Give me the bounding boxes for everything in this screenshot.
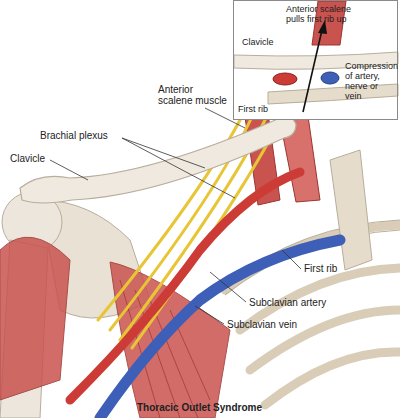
part-label: Anterior scalene muscle — [158, 84, 228, 106]
clavicle — [20, 117, 296, 203]
inset-arrow — [303, 30, 322, 112]
inset-note: Compression of artery, nerve or vein — [345, 61, 397, 101]
inset-first-rib — [268, 84, 398, 104]
leader-lines — [122, 138, 235, 198]
part-label: Subclavian artery — [249, 297, 326, 308]
part-label: Clavicle — [10, 153, 45, 164]
leader-lines — [210, 272, 246, 302]
leader-lines — [122, 138, 205, 168]
subclavian-vein — [100, 240, 340, 418]
ribcage — [265, 352, 400, 405]
ribcage — [225, 225, 400, 405]
part-label: Brachial plexus — [40, 130, 108, 141]
part-label: Subclavian vein — [227, 319, 297, 330]
leader-lines — [282, 250, 301, 269]
caption: Thoracic Outlet Syndrome — [137, 402, 262, 413]
inset-vein — [321, 72, 339, 84]
part-label: First rib — [304, 263, 337, 274]
rib-outline — [225, 220, 400, 285]
leader-lines — [195, 306, 224, 324]
rib-outline — [225, 230, 400, 295]
inset-artery — [273, 73, 297, 85]
rib-outline — [225, 220, 400, 295]
sternum — [330, 150, 372, 270]
leader-lines — [50, 160, 88, 180]
inset-ground — [234, 1, 398, 119]
inset-note: Anterior scalene pulls first rib up — [286, 4, 366, 24]
part-label: First rib — [238, 104, 268, 114]
deltoid-muscle — [0, 237, 70, 400]
part-label: Clavicle — [242, 37, 274, 47]
ribcage — [225, 225, 400, 290]
inset-illustration — [234, 1, 398, 119]
inset-box: Anterior scalene pulls first rib up Clavi… — [233, 0, 398, 120]
subclavian-artery — [70, 172, 300, 400]
